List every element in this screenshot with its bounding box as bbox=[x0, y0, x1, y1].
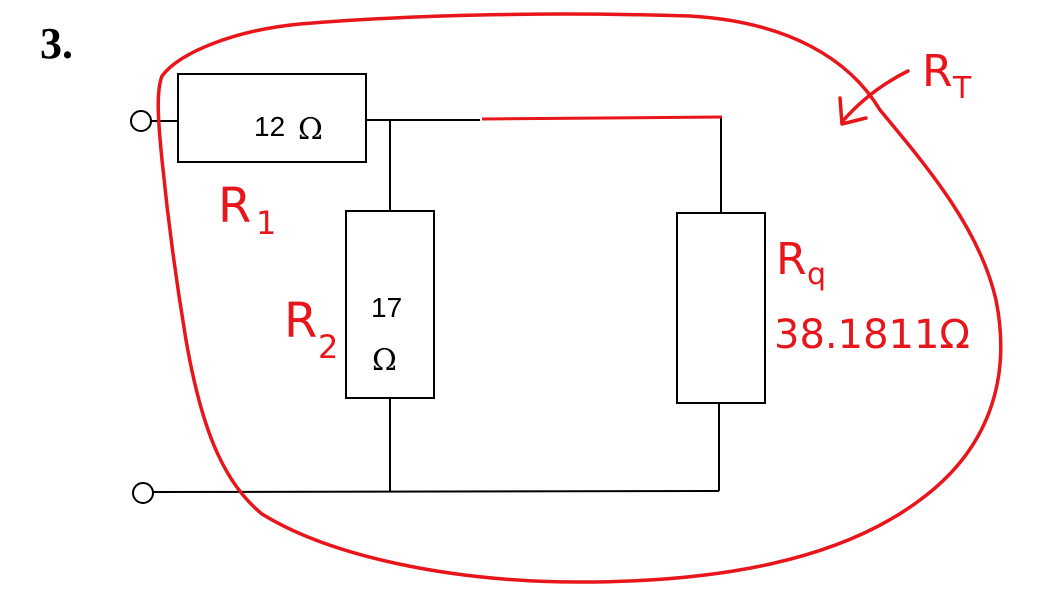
input-terminal-top bbox=[130, 110, 152, 132]
wire-bottom-rail bbox=[152, 490, 720, 493]
rt-label: R bbox=[922, 46, 953, 97]
wires bbox=[151, 118, 722, 493]
r1-unit: Ω bbox=[298, 112, 323, 147]
rt-arrow bbox=[840, 69, 910, 124]
enclosure-loop bbox=[156, 12, 1003, 584]
resistor-r2 bbox=[345, 210, 435, 399]
rq-label-sub: q bbox=[807, 257, 826, 292]
r1-label-sub: 1 bbox=[256, 204, 276, 242]
r1-label: R bbox=[218, 178, 251, 234]
problem-number: 3. bbox=[40, 19, 73, 68]
rt-label-sub: T bbox=[952, 71, 972, 106]
input-terminal-bottom bbox=[132, 482, 154, 504]
r2-unit: Ω bbox=[372, 343, 397, 378]
r2-label: R bbox=[284, 293, 317, 349]
rq-value: 38.1811Ω bbox=[774, 312, 970, 358]
r1-value: 12 bbox=[254, 111, 285, 142]
rq-label: R bbox=[776, 234, 807, 285]
resistor-r1 bbox=[177, 73, 367, 163]
r2-label-sub: 2 bbox=[318, 328, 338, 366]
rt-arrow-head bbox=[838, 96, 868, 126]
r2-value: 17 bbox=[371, 292, 402, 323]
resistor-rq bbox=[676, 212, 766, 404]
highlighted-top-wire bbox=[481, 115, 723, 121]
